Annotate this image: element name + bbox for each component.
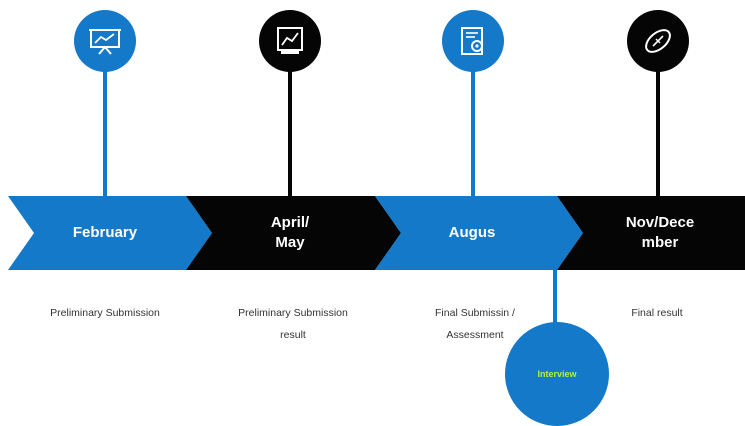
milestone-label-february: February — [72, 224, 138, 241]
interview-callout: Interview — [505, 322, 609, 426]
milestone-description-february: Preliminary Submission — [50, 307, 160, 319]
arrow-segment-nov-december — [557, 196, 745, 270]
milestone-label-august: Augus — [448, 224, 496, 241]
milestone-description-nov-december: Final result — [631, 307, 683, 319]
milestone-description-april-may: Preliminary Submission result — [238, 307, 348, 341]
document-gear-icon — [461, 27, 483, 55]
blueprint-chart-icon — [277, 27, 303, 54]
milestone-icon-august — [442, 10, 504, 72]
milestone-icon-nov-december — [627, 10, 689, 72]
timeline-arrow-band — [8, 196, 745, 328]
milestone-stem-august — [471, 70, 475, 198]
arrow-segment-february — [8, 196, 212, 270]
milestone-stem-nov-december — [656, 70, 660, 198]
milestone-icon-april-may — [259, 10, 321, 72]
interview-callout-label: Interview — [537, 369, 577, 379]
rugby-ball-icon — [645, 29, 671, 53]
milestone-label-april-may: April/ May — [270, 214, 310, 251]
milestone-description-august: Final Submissin / Assessment — [435, 307, 515, 341]
presentation-board-icon — [89, 29, 121, 55]
milestone-stem-april-may — [288, 70, 292, 198]
arrow-segment-august — [375, 196, 583, 270]
milestone-label-nov-december: Nov/Dece mber — [625, 214, 695, 251]
arrow-segment-april-may — [186, 196, 401, 270]
milestone-stem-february — [103, 70, 107, 198]
milestone-icon-february — [74, 10, 136, 72]
